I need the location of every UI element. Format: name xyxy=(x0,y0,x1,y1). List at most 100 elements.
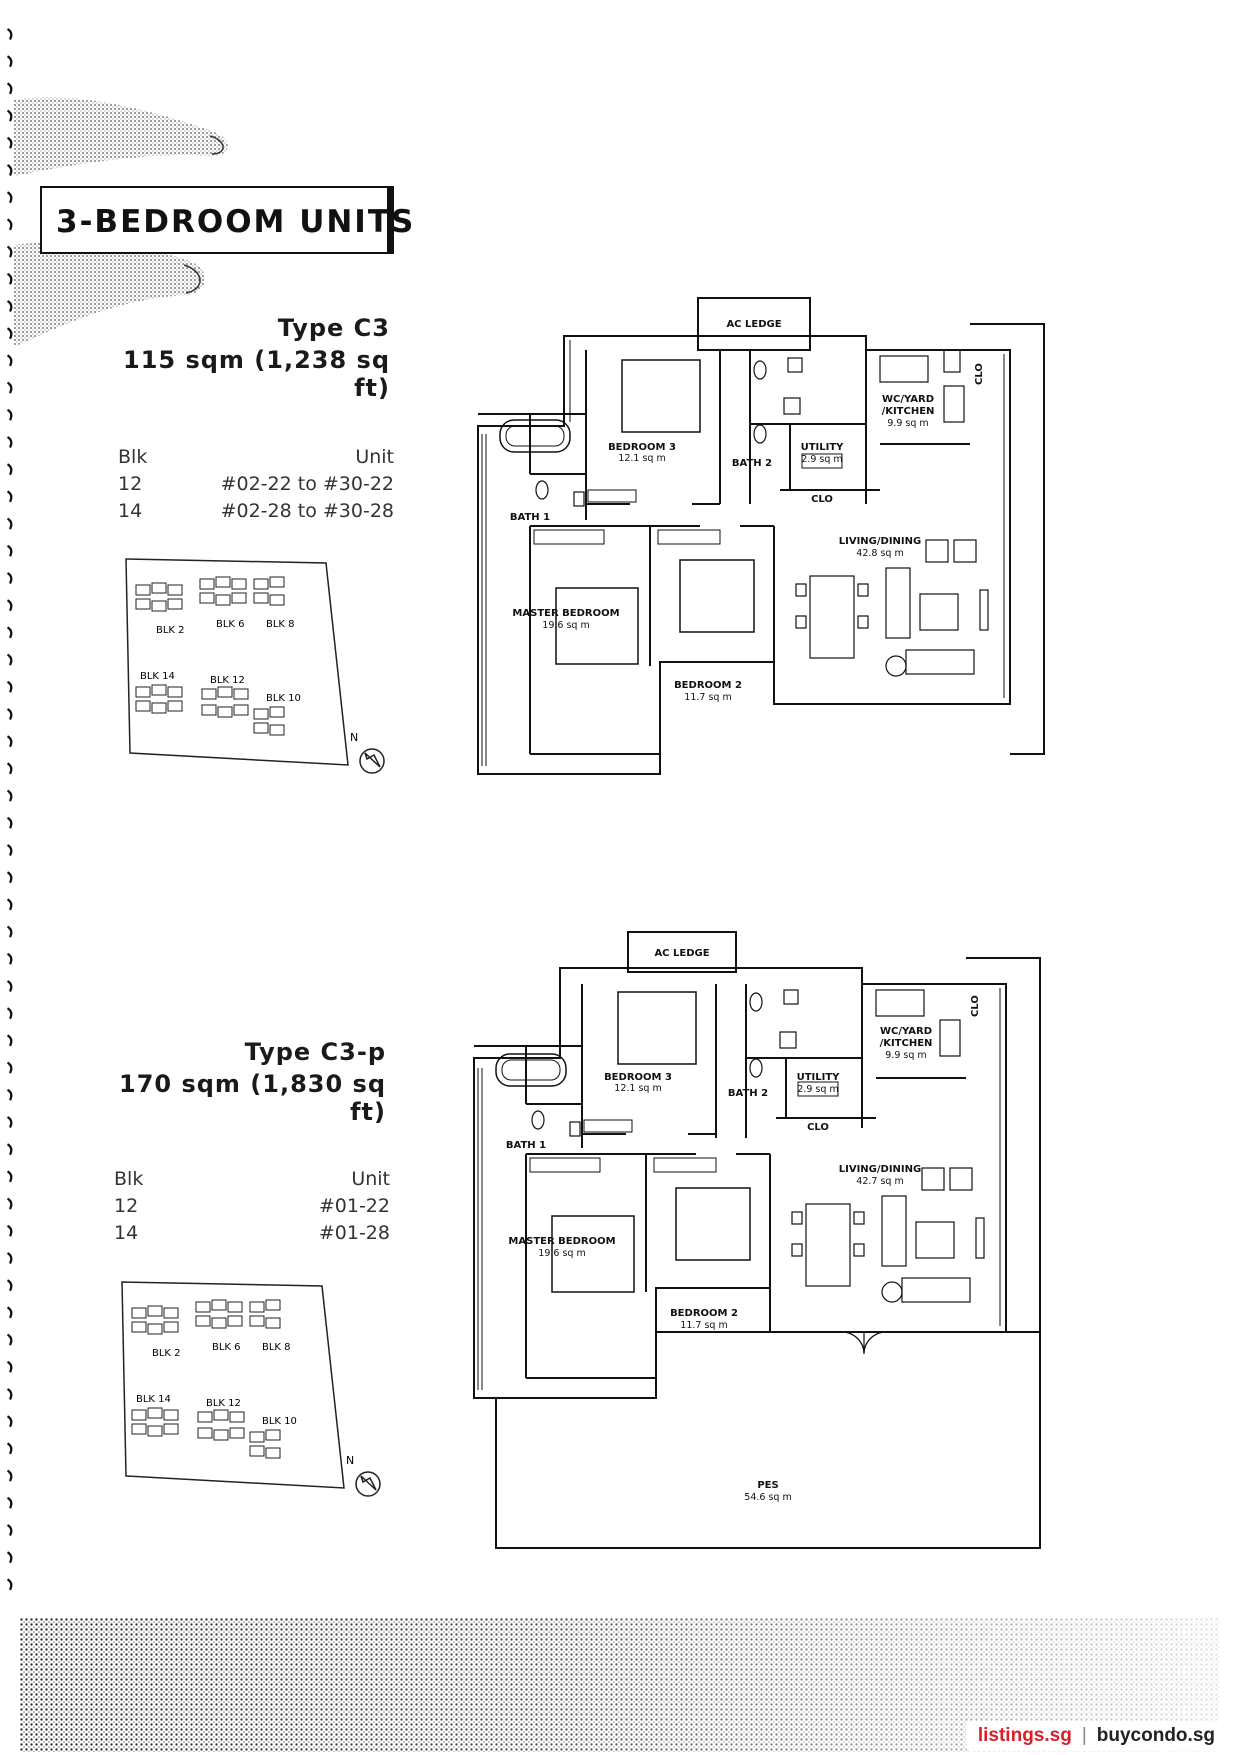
binder-ring-mark xyxy=(7,1034,13,1047)
binder-ring-mark xyxy=(7,599,13,612)
binder-ring-mark xyxy=(7,762,13,775)
binder-ring-mark xyxy=(7,1388,13,1400)
binder-ring-mark xyxy=(7,1551,13,1564)
bedroom2-area: 11.7 sq m xyxy=(684,692,731,703)
clo-top-label: CLO xyxy=(970,995,981,1017)
binder-ring-mark xyxy=(7,1469,13,1482)
floor-plan-c3: AC LEDGE CLO WC/YARD /KITCHEN 9.9 sq m B… xyxy=(470,294,1050,784)
wc-yard-area: 9.9 sq m xyxy=(887,418,928,429)
binder-ring-mark xyxy=(7,490,13,503)
brand-watermark: listings.sg | buycondo.sg xyxy=(965,1721,1227,1751)
ac-ledge-label: AC LEDGE xyxy=(726,319,781,330)
clo-mid-label: CLO xyxy=(811,494,833,505)
bedroom2-label: BEDROOM 2 xyxy=(674,680,742,691)
living-dining-label: LIVING/DINING xyxy=(839,1164,921,1175)
binder-ring-mark xyxy=(7,898,13,911)
binder-ring-mark xyxy=(7,789,13,802)
binder-ring-mark xyxy=(7,1088,13,1101)
binder-ring-mark xyxy=(7,164,13,176)
unit-type-name: Type C3 xyxy=(277,314,390,342)
binder-ring-mark xyxy=(7,300,13,312)
wc-yard-area: 9.9 sq m xyxy=(885,1050,926,1061)
blk2-label: BLK 2 xyxy=(152,1348,181,1359)
master-bedroom-area: 19.6 sq m xyxy=(542,620,589,631)
binder-ring-mark xyxy=(7,544,13,557)
binder-ring-mark xyxy=(7,816,13,829)
page-title: 3-BEDROOM UNITS xyxy=(56,204,416,240)
unit-header: Unit xyxy=(355,446,394,468)
binder-ring-mark xyxy=(7,925,13,938)
binder-ring-mark xyxy=(7,1252,13,1264)
binder-ring-mark xyxy=(7,1007,13,1020)
unit-c3p-blk-table: Blk Unit 12 #01-22 14 #01-28 xyxy=(114,1166,390,1247)
binder-ring-mark xyxy=(7,82,13,95)
blk-header: Blk xyxy=(118,446,148,468)
blk-header: Blk xyxy=(114,1168,144,1190)
clo-mid-label: CLO xyxy=(807,1122,829,1133)
living-dining-label: LIVING/DINING xyxy=(839,536,921,547)
binder-ring-mark xyxy=(7,871,13,884)
binder-ring-mark xyxy=(7,1360,13,1373)
binder-ring-mark xyxy=(7,1224,13,1237)
blk2-label: BLK 2 xyxy=(156,625,185,636)
binder-rings-graphic xyxy=(7,20,13,1600)
north-label: N xyxy=(346,1454,354,1467)
unit-c3-blk-table: Blk Unit 12 #02-22 to #30-22 14 #02-28 t… xyxy=(118,444,394,525)
blk-value: 14 xyxy=(118,500,143,522)
bedroom3-label: BEDROOM 3 xyxy=(604,1072,672,1083)
unit-size: 115 sqm (1,238 sq ft) xyxy=(123,346,390,402)
unit-type-name: Type C3-p xyxy=(244,1038,386,1066)
brand-listings: listings.sg xyxy=(977,1725,1072,1746)
binder-ring-mark xyxy=(7,1333,13,1346)
binder-ring-mark xyxy=(7,1061,13,1074)
unit-type-c3-header: Type C3 115 sqm (1,238 sq ft) xyxy=(100,314,390,402)
unit-value: #02-28 to #30-28 xyxy=(220,500,394,522)
blk10-label: BLK 10 xyxy=(266,693,301,704)
site-key-plan-1: BLK 2 BLK 6 BLK 8 BLK 14 BLK 12 BLK 10 N xyxy=(118,555,398,780)
bath1-label: BATH 1 xyxy=(510,512,550,523)
blk-table-header: Blk Unit xyxy=(114,1166,390,1193)
binder-ring-mark xyxy=(7,1524,13,1536)
utility-area: 2.9 sq m xyxy=(797,1084,838,1095)
master-bedroom-label: MASTER BEDROOM xyxy=(508,1236,615,1247)
blk-value: 12 xyxy=(114,1195,139,1217)
binder-ring-mark xyxy=(7,626,13,639)
binder-ring-mark xyxy=(7,1496,13,1509)
binder-ring-mark xyxy=(7,1143,13,1156)
kitchen-label: /KITCHEN xyxy=(882,406,935,417)
utility-label: UTILITY xyxy=(797,1072,841,1083)
binder-ring-mark xyxy=(7,735,13,748)
master-bedroom-area: 19.6 sq m xyxy=(538,1248,585,1259)
section-banner: 3-BEDROOM UNITS xyxy=(40,186,413,254)
unit-size: 170 sqm (1,830 sq ft) xyxy=(119,1070,386,1126)
binder-ring-mark xyxy=(7,436,13,448)
living-dining-area: 42.7 sq m xyxy=(856,1176,903,1187)
binder-ring-mark xyxy=(7,327,13,340)
binder-ring-mark xyxy=(7,844,13,856)
brand-separator: | xyxy=(1081,1725,1087,1746)
binder-ring-mark xyxy=(7,1442,13,1455)
brand-buycondo: buycondo.sg xyxy=(1096,1725,1215,1746)
blk-table-row: 14 #02-28 to #30-28 xyxy=(118,498,394,525)
binder-ring-mark xyxy=(7,136,13,149)
blk8-label: BLK 8 xyxy=(262,1342,291,1353)
blk14-label: BLK 14 xyxy=(136,1394,171,1405)
binder-ring-mark xyxy=(7,517,13,530)
finger-graphic-bottom xyxy=(14,235,214,355)
pes-area: 54.6 sq m xyxy=(744,1492,791,1503)
binder-ring-mark xyxy=(7,1578,13,1591)
binder-ring-mark xyxy=(7,218,13,231)
binder-ring-mark xyxy=(7,354,13,367)
bedroom3-area: 12.1 sq m xyxy=(618,453,665,464)
binder-spine xyxy=(6,20,20,1600)
bedroom2-label: BEDROOM 2 xyxy=(670,1308,738,1319)
blk10-label: BLK 10 xyxy=(262,1416,297,1427)
finger-graphic-top xyxy=(14,80,234,180)
clo-top-label: CLO xyxy=(974,363,985,385)
utility-label: UTILITY xyxy=(801,442,845,453)
blk-table-row: 12 #02-22 to #30-22 xyxy=(118,471,394,498)
unit-header: Unit xyxy=(351,1168,390,1190)
binder-ring-mark xyxy=(7,245,13,258)
binder-ring-mark xyxy=(7,1415,13,1428)
binder-ring-mark xyxy=(7,952,13,965)
